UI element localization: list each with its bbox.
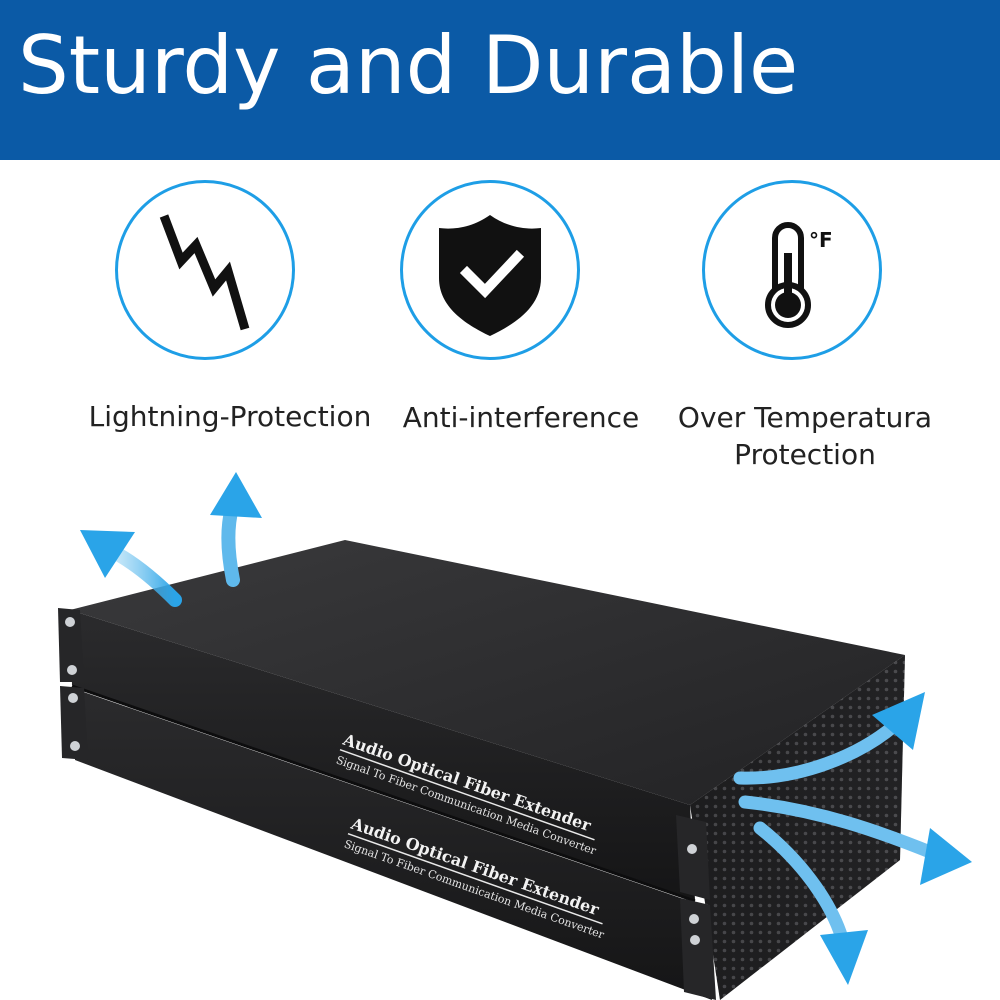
rack-devices-illustration: Audio Optical Fiber Extender Signal To F… bbox=[58, 472, 972, 1000]
device-front-panel-upper bbox=[70, 610, 695, 900]
device-front-panel-lower bbox=[72, 688, 712, 1000]
shield-icon-circle bbox=[400, 180, 580, 360]
feature-label-line1: Over Temperatura bbox=[677, 401, 933, 434]
thermometer-icon: °F bbox=[765, 222, 833, 328]
lightning-icon-circle bbox=[115, 180, 295, 360]
header-banner: Sturdy and Durable bbox=[0, 0, 1000, 160]
feature-label-anti-interference: Anti-interference bbox=[402, 401, 640, 434]
banner-title: Sturdy and Durable bbox=[18, 19, 799, 112]
device-top-lid bbox=[70, 540, 905, 805]
feature-label-over-temperature: Over Temperatura Protection bbox=[660, 399, 950, 473]
airflow-arrow-left-1 bbox=[80, 530, 182, 607]
airflow-arrow-right-3 bbox=[753, 821, 868, 985]
shield-check-icon bbox=[439, 215, 541, 336]
product-image: Audio Optical Fiber Extender Signal To F… bbox=[0, 460, 1000, 1000]
fahrenheit-unit: °F bbox=[809, 228, 833, 252]
feature-label-line2: Protection bbox=[734, 438, 876, 471]
thermometer-icon-circle: °F bbox=[702, 180, 882, 360]
lightning-icon bbox=[159, 214, 250, 331]
airflow-arrow-right-2 bbox=[738, 795, 972, 885]
airflow-arrow-right-1 bbox=[733, 692, 925, 785]
airflow-arrow-left-2 bbox=[210, 472, 262, 587]
feature-label-lightning: Lightning-Protection bbox=[88, 400, 372, 433]
